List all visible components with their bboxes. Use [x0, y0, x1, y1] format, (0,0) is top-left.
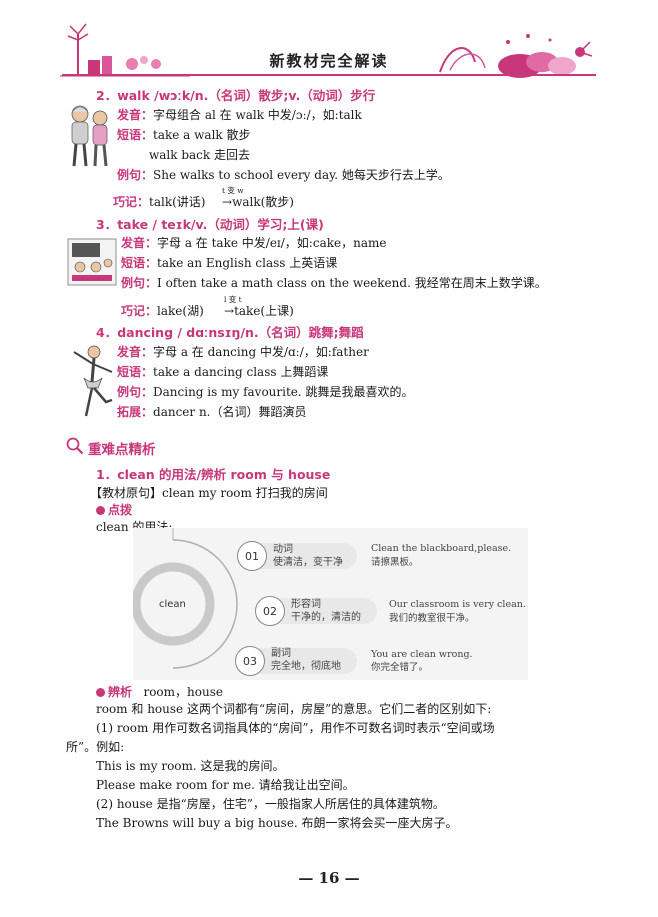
take-example: 例句：I often take a math class on the week…	[121, 276, 547, 290]
walk-phrase: 短语：take a walk 散步	[117, 128, 251, 142]
analysis-line-7: The Browns will buy a big house. 布朗一家将会买…	[96, 816, 458, 830]
analysis-line-6: (2) house 是指“房屋，住宅”，一般指家人所居住的具体建筑物。	[96, 797, 445, 811]
walk-tip-result: →walk(散步)	[222, 195, 294, 209]
take-pronunciation: 发音：字母 a 在 take 中发/eɪ/，如:cake，name	[121, 236, 387, 250]
magnifier-icon	[66, 437, 84, 455]
analysis-line-2: (1) room 用作可数名词指具体的“房间”，用作不可数名词时表示“空间或场	[96, 721, 495, 735]
point1-title: 1．clean 的用法/辨析 room 与 house	[96, 467, 331, 482]
entry-title-take: 3．take / teɪk/v.（动词）学习;上(课)	[96, 217, 324, 232]
take-tip-change: l 变 t	[224, 295, 242, 304]
diagram-item-2-chinese: 我们的教室很干净。	[389, 613, 475, 624]
diagram-item-2-number: 02	[255, 596, 285, 626]
take-tip-result: →take(上课)	[224, 304, 294, 318]
bullet-icon	[96, 506, 105, 515]
walk-tip-change: t 变 w	[222, 186, 244, 195]
diagram-item-2-pos: 形容词	[291, 599, 321, 610]
diagram-item-3-chinese: 你完全错了。	[371, 662, 429, 673]
walk-pronunciation: 发音：字母组合 al 在 walk 中发/ɔː/，如:talk	[117, 108, 362, 122]
textbook-source-sentence: 【教材原句】clean my room 打扫我的房间	[90, 486, 328, 500]
clean-usage-diagram: clean 01 动词 使清洁，变干净 Clean the blackboard…	[133, 528, 528, 680]
analysis-line-5: Please make room for me. 请给我让出空间。	[96, 778, 355, 792]
take-memory-tip: 巧记：lake(湖)	[121, 304, 204, 318]
dancing-extension: 拓展：dancer n.（名词）舞蹈演员	[117, 405, 307, 419]
walk-memory-tip: 巧记：talk(讲话)	[113, 195, 206, 209]
dancing-pronunciation: 发音：字母 a 在 dancing 中发/ɑː/，如:father	[117, 345, 369, 359]
diagram-item-1-chinese: 请擦黑板。	[371, 557, 419, 568]
analysis-line-4: This is my room. 这是我的房间。	[96, 759, 285, 773]
diagram-item-1-box	[249, 543, 357, 569]
diagram-center-label: clean	[159, 599, 186, 610]
bullet-icon	[96, 688, 105, 697]
walk-phrase-2: walk back 走回去	[149, 148, 250, 162]
tip-heading: 点拨	[96, 501, 132, 518]
walking-people-illustration	[71, 105, 108, 167]
diagram-item-1-meaning: 使清洁，变干净	[273, 557, 343, 568]
diagram-item-1-pos: 动词	[273, 544, 293, 555]
entry-title-walk: 2．walk /wɔːk/n.（名词）散步;v.（动词）步行	[96, 88, 376, 103]
diagram-item-3-number: 03	[235, 646, 265, 676]
dancer-illustration	[73, 345, 113, 417]
header-title: 新教材完全解读	[269, 52, 389, 70]
analysis-line-1: room 和 house 这两个词都有“房间，房屋”的意思。它们二者的区别如下:	[96, 702, 492, 716]
diagram-item-2-box	[269, 598, 377, 624]
header-decoration-right	[439, 34, 593, 78]
diagram-item-2-english: Our classroom is very clean.	[389, 599, 526, 610]
diagram-item-3-pos: 副词	[271, 648, 291, 659]
diagram-item-3-meaning: 完全地，彻底地	[271, 661, 341, 672]
page-number: — 16 —	[298, 869, 360, 887]
take-phrase: 短语：take an English class 上英语课	[121, 256, 338, 270]
header-decoration-left	[60, 23, 190, 77]
diagram-item-1-number: 01	[237, 541, 267, 571]
diagram-item-2-meaning: 干净的，清洁的	[291, 612, 361, 623]
entry-title-dancing: 4．dancing / dɑːnsɪŋ/n.（名词）跳舞;舞蹈	[96, 325, 364, 340]
diagram-item-1-english: Clean the blackboard,please.	[371, 543, 512, 554]
walk-example: 例句：She walks to school every day. 她每天步行去…	[117, 168, 450, 182]
classroom-illustration	[67, 238, 117, 286]
diagram-item-3-english: You are clean wrong.	[371, 649, 473, 660]
section-title: 重难点精析	[88, 442, 156, 458]
header-rule	[62, 74, 596, 76]
analysis-line-3: 所”。例如:	[66, 740, 125, 754]
dancing-example: 例句：Dancing is my favourite. 跳舞是我最喜欢的。	[117, 385, 414, 399]
dancing-phrase: 短语：take a dancing class 上舞蹈课	[117, 365, 329, 379]
diagram-item-3-box	[249, 648, 357, 674]
analysis-heading: 辨析 room，house	[96, 683, 223, 700]
